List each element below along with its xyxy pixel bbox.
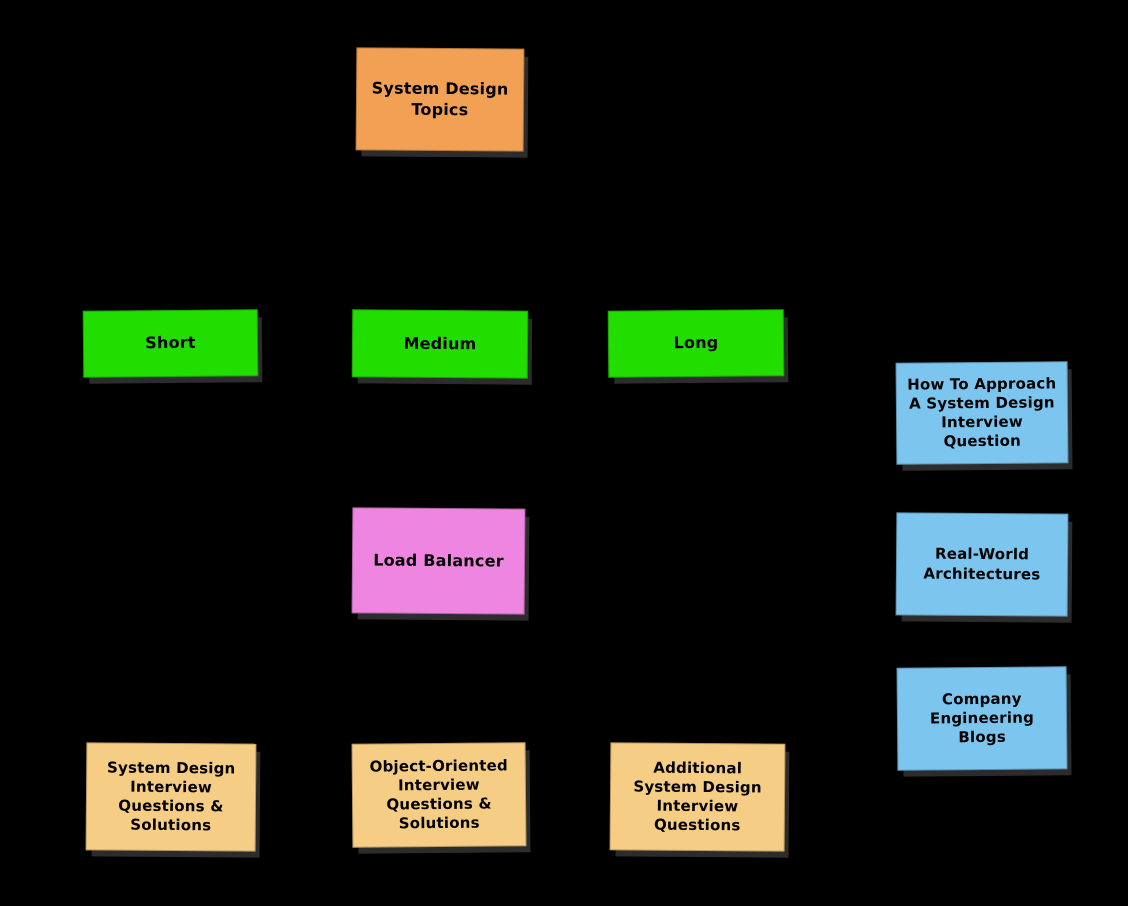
node-long: Long: [607, 309, 785, 378]
node-company-engineering-blogs-label: Company Engineering Blogs: [929, 689, 1035, 747]
node-system-design-interview-questions-label: System Design Interview Questions & Solu…: [106, 758, 236, 835]
node-system-design-topics: System Design Topics: [355, 47, 525, 152]
node-object-oriented-interview-questions: Object-Oriented Interview Questions & So…: [351, 742, 527, 848]
node-real-world-architectures-label: Real-World Architectures: [923, 544, 1041, 583]
node-load-balancer: Load Balancer: [351, 507, 526, 615]
node-how-to-approach-interview-question: How To Approach A System Design Intervie…: [895, 361, 1069, 465]
node-short-label: Short: [145, 333, 196, 353]
node-system-design-topics-label: System Design Topics: [371, 78, 509, 119]
node-short: Short: [82, 309, 259, 378]
node-how-to-approach-label: How To Approach A System Design Intervie…: [907, 373, 1057, 451]
node-additional-system-design-questions: Additional System Design Interview Quest…: [609, 742, 786, 852]
node-system-design-interview-questions: System Design Interview Questions & Solu…: [85, 742, 257, 852]
node-additional-system-design-questions-label: Additional System Design Interview Quest…: [633, 758, 762, 835]
node-object-oriented-interview-questions-label: Object-Oriented Interview Questions & So…: [369, 756, 508, 833]
node-company-engineering-blogs: Company Engineering Blogs: [896, 666, 1068, 771]
node-long-label: Long: [673, 333, 719, 353]
node-load-balancer-label: Load Balancer: [373, 550, 504, 571]
node-medium: Medium: [351, 309, 529, 379]
node-real-world-architectures: Real-World Architectures: [895, 512, 1069, 617]
node-medium-label: Medium: [403, 333, 477, 354]
